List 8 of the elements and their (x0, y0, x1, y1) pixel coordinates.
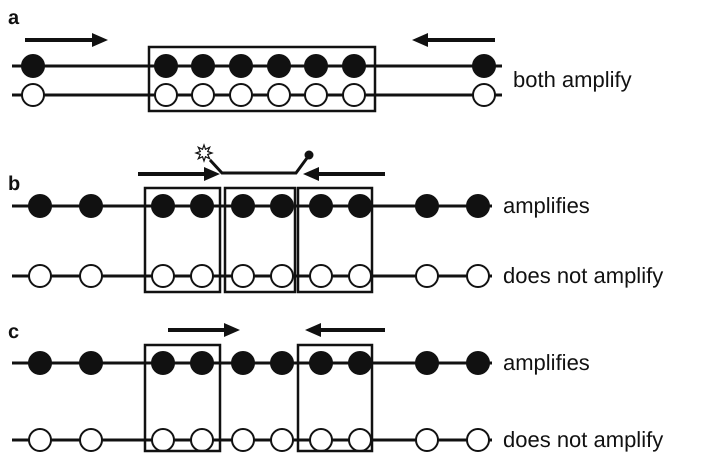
caption-text: amplifies (503, 351, 590, 375)
caption-text: does not amplify (503, 428, 664, 452)
panel-letter: c (8, 320, 20, 344)
caption-text: amplifies (503, 194, 590, 218)
panel-letter: b (8, 172, 20, 196)
caption-text: does not amplify (503, 264, 664, 288)
caption-text: both amplify (513, 68, 632, 92)
panel-letter: a (8, 6, 20, 30)
